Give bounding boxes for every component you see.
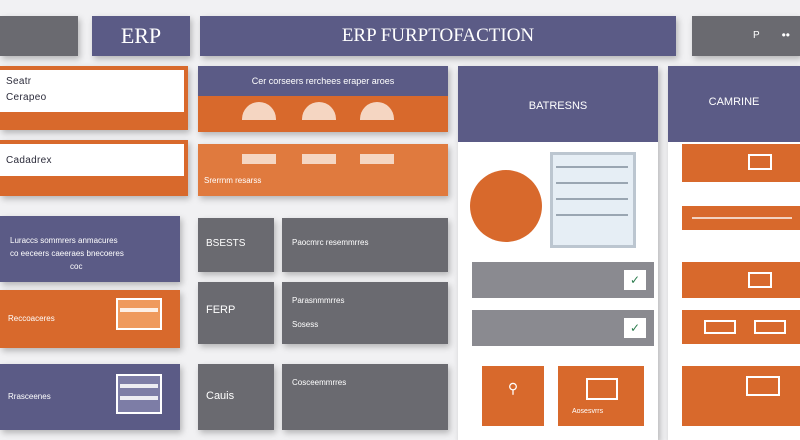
monitor-line-3 <box>556 198 628 200</box>
right-panel-header: CAMRINE <box>668 66 800 142</box>
right-row-5[interactable] <box>682 366 800 426</box>
tile-3-detail-label: Cosceemmrres <box>292 378 347 387</box>
info-line-3: coc <box>70 262 83 271</box>
tile-2-detail[interactable]: Parasnmmrres Sosess <box>282 282 448 344</box>
center-panel-header: Cer corseers rerchees eraper aroes <box>198 66 448 96</box>
mid-button-2[interactable]: Aosesvrrs <box>558 366 644 426</box>
toggle-icon-3 <box>704 320 736 334</box>
bar-block-3 <box>360 154 394 164</box>
lamp-icon-1 <box>242 102 276 120</box>
center-panel-heading: Cer corseers rerchees eraper aroes <box>251 76 395 86</box>
toggle-icon-4 <box>754 320 786 334</box>
mid-row-1[interactable]: ✓ <box>472 262 654 298</box>
right-row-4[interactable] <box>682 310 800 344</box>
right-row-3[interactable] <box>682 262 800 298</box>
center-stats-text: Srerrnm resarss <box>204 176 262 185</box>
tile-2-detail-label: Parasnmmrres <box>292 296 345 305</box>
tile-2-detail-sub: Sosess <box>292 320 319 329</box>
tile-2[interactable]: FERP <box>198 282 274 344</box>
mid-panel-header: BATRESNS <box>458 66 658 142</box>
logo-text: ERP <box>120 23 162 48</box>
tile-1-detail[interactable]: Paocmrc resemmrres <box>282 218 448 272</box>
tile-3[interactable]: Cauis <box>198 364 274 430</box>
right-row-2[interactable] <box>682 206 800 230</box>
mid-panel-heading: BATRESNS <box>528 100 588 112</box>
header-left-block <box>0 16 78 56</box>
left-card-1-inner: Seatr Cerapeo <box>0 70 184 112</box>
right-panel[interactable]: CAMRINE <box>668 66 800 440</box>
toggle-icon-2 <box>748 272 772 288</box>
tile-2-label: FERP <box>206 304 236 316</box>
monitor-line-1 <box>556 166 628 168</box>
mid-panel-sub: Aosesvrrs <box>572 408 604 415</box>
right-row-1[interactable] <box>682 144 800 182</box>
orange-card-label: Reccoaceres <box>8 314 55 323</box>
mid-panel[interactable]: BATRESNS ✓ ✓ ⚲ Aosesvrrs <box>458 66 658 440</box>
document-icon-stripe-1 <box>120 384 158 388</box>
left-card-2[interactable]: Cadadrex <box>0 140 188 196</box>
person-icon: ⚲ <box>507 380 519 396</box>
left-card-2-label: Cadadrex <box>6 155 52 166</box>
bar-block-2 <box>302 154 336 164</box>
left-card-1-line2: Cerapeo <box>6 92 47 103</box>
orange-card[interactable]: Reccoaceres <box>0 290 180 348</box>
page-title: ERP FURPTOFACTION <box>341 25 535 46</box>
blue-card-label: Rrasceenes <box>8 392 51 401</box>
header-right-text: P <box>753 30 760 41</box>
lamp-icon-3 <box>360 102 394 120</box>
tile-3-detail[interactable]: Cosceemmrres <box>282 364 448 430</box>
right-row-2-line <box>692 217 792 219</box>
monitor-line-4 <box>556 214 628 216</box>
left-card-2-inner: Cadadrex <box>0 144 184 176</box>
tile-1[interactable]: BSESTS <box>198 218 274 272</box>
tile-1-detail-label: Paocmrc resemmrres <box>292 238 369 247</box>
chart-icon <box>470 170 542 242</box>
right-panel-heading: CAMRINE <box>708 96 760 108</box>
page-title-bar: ERP FURPTOFACTION <box>200 16 676 56</box>
center-stats-panel[interactable]: Srerrnm resarss <box>198 144 448 196</box>
folder-icon <box>116 298 162 330</box>
left-card-1[interactable]: Seatr Cerapeo <box>0 66 188 130</box>
check-icon-1: ✓ <box>624 270 646 290</box>
monitor-icon <box>550 152 636 248</box>
toggle-icon-1 <box>748 154 772 170</box>
list-icon <box>586 378 618 400</box>
tile-3-label: Cauis <box>206 390 235 402</box>
info-line-2: co eeceers caeeraes bnecoeres <box>10 249 124 258</box>
more-icon[interactable]: •• <box>781 28 790 42</box>
mid-button-1[interactable]: ⚲ <box>482 366 544 426</box>
monitor-line-2 <box>556 182 628 184</box>
bar-block-1 <box>242 154 276 164</box>
list-icon-2 <box>746 376 780 396</box>
info-line-1: Luraccs sommrers anmacures <box>10 236 118 245</box>
blue-card[interactable]: Rrasceenes <box>0 364 180 430</box>
logo-block[interactable]: ERP <box>92 16 190 56</box>
folder-icon-stripe <box>120 308 158 312</box>
tile-1-label: BSESTS <box>206 238 246 249</box>
center-panel[interactable]: Cer corseers rerchees eraper aroes <box>198 66 448 132</box>
mid-row-2[interactable]: ✓ <box>472 310 654 346</box>
left-card-1-line1: Seatr <box>6 76 32 87</box>
info-panel[interactable]: Luraccs sommrers anmacures co eeceers ca… <box>0 216 180 282</box>
lamp-icon-2 <box>302 102 336 120</box>
header-right-block[interactable]: P •• <box>692 16 800 56</box>
document-icon <box>116 374 162 414</box>
document-icon-stripe-2 <box>120 396 158 400</box>
check-icon-2: ✓ <box>624 318 646 338</box>
